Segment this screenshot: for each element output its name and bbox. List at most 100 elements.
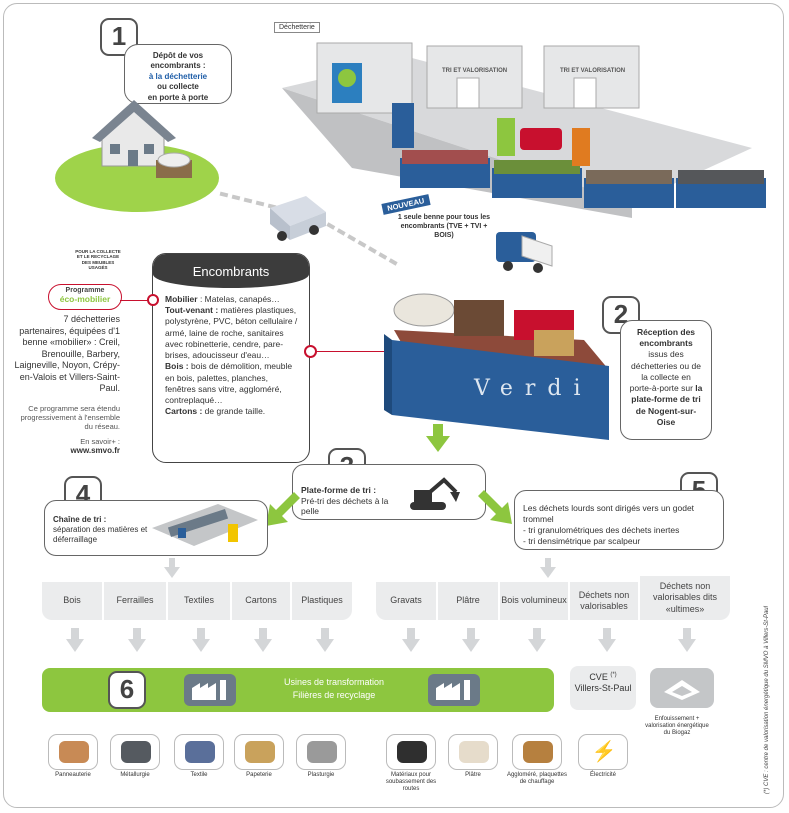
category-textiles: Textiles (168, 582, 230, 620)
output-icon: ⚡ (578, 734, 628, 770)
output-label: Textile (190, 772, 208, 778)
step-5-line-3: - tri densimétrique par scalpeur (523, 535, 641, 546)
connector-dot (304, 345, 317, 358)
mobilier-item: Mobilier : Matelas, canapés… (165, 294, 301, 305)
nouveau-text: 1 seule benne pour tous les encombrants … (397, 214, 491, 239)
step-1-number: 1 (100, 18, 138, 56)
step-5-line-2: - tri granulométriques des déchets inert… (523, 524, 680, 535)
ecomobilier-url[interactable]: www.smvo.fr (70, 446, 121, 455)
sorting-chain-illustration (152, 504, 258, 546)
category-cartons: Cartons (232, 582, 290, 620)
ecomobilier-tagline: POUR LA COLLECTE ET LE RECYCLAGE DES MEU… (75, 249, 121, 271)
output-label: Métallurgie (120, 772, 150, 778)
dechetterie-sign: Déchetterie (274, 22, 320, 33)
output-swatch (245, 741, 275, 763)
output-icon (448, 734, 498, 770)
ecomobilier-brand: éco-mobilier (59, 294, 111, 304)
cve-box: CVE (*) Villers-St-Paul (570, 666, 636, 710)
output-icon (48, 734, 98, 770)
arrow-down-right-green (478, 490, 512, 524)
category-bois: Bois (42, 582, 102, 620)
tout-venant-item: Tout-venant : matières plastiques, polys… (165, 305, 301, 361)
output-swatch (307, 741, 337, 763)
bois-label: Bois : (165, 361, 189, 372)
tout-venant-label: Tout-venant : (165, 305, 219, 316)
output-icon (296, 734, 346, 770)
connector-dot (147, 294, 159, 306)
output-label: Panneauterie (55, 772, 91, 778)
arrow-down-grey (528, 628, 546, 652)
cve-label-line: CVE (*) (570, 672, 636, 683)
step-1-text-b: à la déchetterie (148, 71, 208, 81)
excavator-icon (410, 477, 460, 510)
arrow-down-grey (598, 628, 616, 652)
step-4-title: Chaîne de tri : (53, 515, 107, 524)
encombrants-title: Encombrants (153, 254, 309, 288)
step-5-line-1: Les déchets lourds sont dirigés vers un … (523, 503, 695, 524)
cartons-text: de grande taille. (202, 406, 266, 417)
output-swatch (397, 741, 427, 763)
arrow-down-grey (254, 628, 272, 652)
encombrants-list: Mobilier : Matelas, canapés… Tout-venant… (153, 288, 309, 417)
output-swatch (185, 741, 215, 763)
arrow-down-grey (678, 628, 696, 652)
arrow-down-grey (66, 628, 84, 652)
arrow-down-grey (164, 558, 180, 578)
infographic-frame: 1 Dépôt de vos encombrants : à la déchet… (3, 3, 784, 808)
step-2-bubble: Réception des encombrants issus des déch… (620, 320, 712, 440)
output-swatch (459, 741, 489, 763)
step-4-text: séparation des matières et déferraillage (53, 525, 148, 544)
output-swatch (59, 741, 89, 763)
step-1-bubble: Dépôt de vos encombrants : à la déchette… (124, 44, 232, 104)
benne-logo: Verdi (474, 376, 593, 401)
arrow-down-green (426, 424, 450, 452)
output-icon (174, 734, 224, 770)
output-icon (386, 734, 436, 770)
truck-icon (270, 196, 326, 241)
footnote: (*) CVE : centre de valorisation énergét… (764, 606, 770, 794)
benne-illustration (384, 293, 609, 440)
ecomobilier-programme: Programme (65, 287, 105, 294)
arrow-down-grey (316, 628, 334, 652)
building-label-2: TRI ET VALORISATION (560, 68, 626, 74)
cve-place: Villers-St-Paul (574, 683, 632, 694)
arrow-down-grey (540, 558, 556, 578)
house-illustration (55, 100, 219, 212)
factory-icon (428, 674, 480, 706)
output-label: Plâtre (465, 772, 481, 778)
arrow-down-grey (192, 628, 210, 652)
bois-item: Bois : bois de démolition, meuble en boi… (165, 361, 301, 406)
arrow-down-grey (402, 628, 420, 652)
step-3-title: Plate-forme de tri : (301, 485, 377, 495)
output-swatch (523, 741, 553, 763)
step-6-title: Usines de transformation (283, 677, 385, 687)
category-gravats: Gravats (376, 582, 436, 620)
category-plastiques: Plastiques (292, 582, 352, 620)
step-1-text-a: Dépôt de vos encombrants : (150, 51, 206, 71)
output-swatch: ⚡ (591, 741, 617, 763)
output-icon (512, 734, 562, 770)
path-line (326, 222, 398, 266)
output-label: Enfouissement + valorisation énergétique… (645, 716, 709, 737)
step-1-text-c: ou collecte (157, 82, 199, 92)
category-bois-volumineux: Bois volumineux (500, 582, 568, 620)
truck-icon (496, 232, 553, 273)
dechetterie-scene (282, 42, 766, 218)
cartons-label: Cartons : (165, 406, 203, 417)
output-icon (234, 734, 284, 770)
bois-text: bois de démolition, meuble en bois, pale… (165, 361, 293, 405)
step-6-number: 6 (108, 671, 146, 709)
output-label: Électricité (589, 772, 616, 778)
building-label-1: TRI ET VALORISATION (442, 68, 508, 74)
mobilier-text: : Matelas, canapés… (197, 294, 280, 304)
step-2-text-c: la plate-forme de tri de Nogent-sur-Oise (631, 383, 703, 427)
encombrants-box: Encombrants Mobilier : Matelas, canapés…… (152, 253, 310, 463)
ecomobilier-description: 7 déchetteries partenaires, équipées d'1… (14, 314, 120, 394)
step-6-subtitle: Filières de recyclage (292, 690, 376, 700)
ecomobilier-more: En savoir+ : (80, 437, 120, 446)
output-swatch (121, 741, 151, 763)
mobilier-label: Mobilier (165, 294, 198, 304)
output-label: Plasturgie (307, 772, 335, 778)
output-icon (110, 734, 160, 770)
connector-line (120, 300, 154, 301)
